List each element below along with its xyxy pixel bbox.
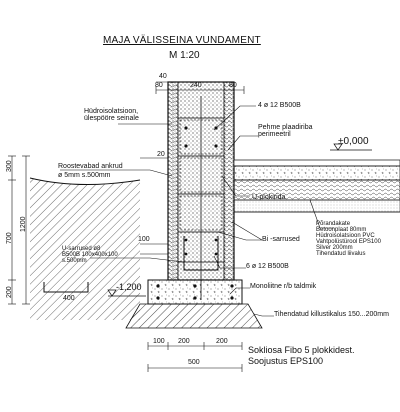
- block-wall: [167, 81, 235, 300]
- level-zero-mark: [330, 143, 372, 151]
- label-bi-bars: Bi -sarrused: [262, 236, 300, 243]
- dim-bottom-mid: 200: [178, 338, 190, 345]
- dim-20: 20: [157, 151, 165, 158]
- dim-bottom-left: 100: [153, 338, 165, 345]
- label-level-zero: ±0,000: [338, 136, 369, 147]
- level-bottom-mark: [107, 289, 146, 297]
- dim-top-mid: 240: [190, 82, 202, 89]
- drawing-title: MAJA VÄLISSEINA VUNDAMENT: [103, 35, 261, 46]
- dim-100: 100: [138, 236, 150, 243]
- dim-bottom-total: 500: [188, 359, 200, 366]
- inner-dimensions: [140, 157, 168, 255]
- dim-400: 400: [63, 295, 75, 302]
- floor-slab: [233, 159, 400, 213]
- footer-notes: Sokliosa Fibo 5 plokkidest.Soojustus EPS…: [248, 345, 355, 366]
- dim-1200: 1200: [20, 216, 27, 232]
- bottom-dimension: [147, 342, 243, 372]
- dim-bottom-right: 200: [216, 338, 228, 345]
- dim-top-right: 80: [229, 82, 237, 89]
- label-gravel: Tihendatud killustikalus 150...200mm: [274, 311, 389, 318]
- dim-200: 200: [6, 286, 13, 298]
- left-dimension: [8, 155, 30, 305]
- drawing-scale: M 1:20: [169, 50, 200, 61]
- dim-700: 700: [6, 232, 13, 244]
- dim-top-total: 40: [159, 73, 167, 80]
- concrete-footing: [147, 279, 243, 305]
- gravel-base: [125, 303, 263, 329]
- label-rebar-top: 4 ø 12 B500B: [258, 102, 301, 109]
- top-dimension: [155, 81, 245, 94]
- leader-lines: [60, 105, 334, 317]
- dim-top-left: 80: [155, 82, 163, 89]
- u-bar-detail: [43, 282, 89, 293]
- label-mono-footing: Monoliitne r/b taldmik: [250, 283, 317, 290]
- label-level-bottom: -1,200: [116, 282, 142, 292]
- dim-300: 300: [6, 160, 13, 172]
- earth-fill: [29, 177, 141, 320]
- label-rebar-bottom: 6 ø 12 B500B: [246, 263, 289, 270]
- label-waterproofing: Hüdroisolatsioon,ülespööre seinale: [84, 108, 139, 122]
- label-u-block: U-plokirida: [252, 194, 286, 201]
